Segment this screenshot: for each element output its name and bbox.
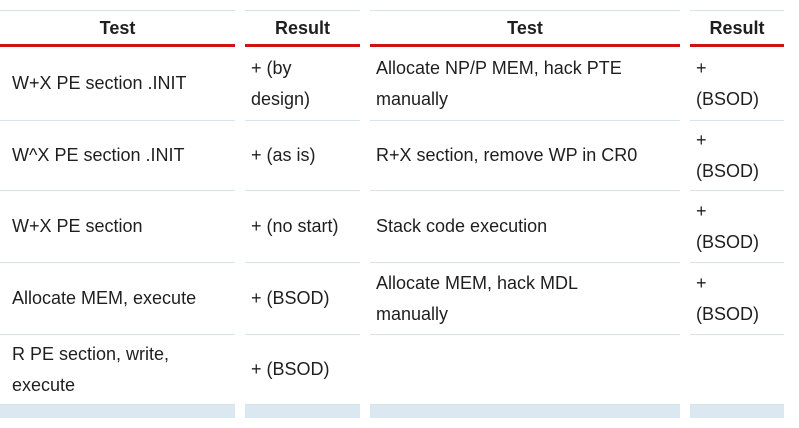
result-cell: + (BSOD) — [245, 263, 360, 335]
column-header-result-left: Result — [245, 10, 360, 47]
test-cell: Stack code execution — [370, 191, 680, 263]
result-cell: + (as is) — [245, 121, 360, 191]
test-cell — [370, 335, 680, 405]
result-cell: + (by design) — [245, 47, 360, 121]
result-cell — [690, 335, 784, 405]
test-cell: Allocate MEM, execute — [0, 263, 235, 335]
test-cell: R+X section, remove WP in CR0 — [370, 121, 680, 191]
result-cell: + (BSOD) — [690, 263, 784, 335]
test-cell: Allocate MEM, hack MDL manually — [370, 263, 680, 335]
test-cell: W^X PE section .INIT — [0, 121, 235, 191]
partial-cell — [690, 405, 784, 418]
test-results-table: Test Result Test Result W+X PE section .… — [0, 10, 784, 418]
column-header-test-left: Test — [0, 10, 235, 47]
partial-cell — [0, 405, 235, 418]
partial-cell — [245, 405, 360, 418]
result-cell: + (BSOD) — [690, 121, 784, 191]
test-cell: W+X PE section — [0, 191, 235, 263]
test-cell: R PE section, write, execute — [0, 335, 235, 405]
column-header-test-right: Test — [370, 10, 680, 47]
partial-cell — [370, 405, 680, 418]
test-cell: W+X PE section .INIT — [0, 47, 235, 121]
result-cell: + (BSOD) — [690, 47, 784, 121]
test-cell: Allocate NP/P MEM, hack PTE manually — [370, 47, 680, 121]
result-cell: + (no start) — [245, 191, 360, 263]
result-cell: + (BSOD) — [245, 335, 360, 405]
result-cell: + (BSOD) — [690, 191, 784, 263]
column-header-result-right: Result — [690, 10, 784, 47]
